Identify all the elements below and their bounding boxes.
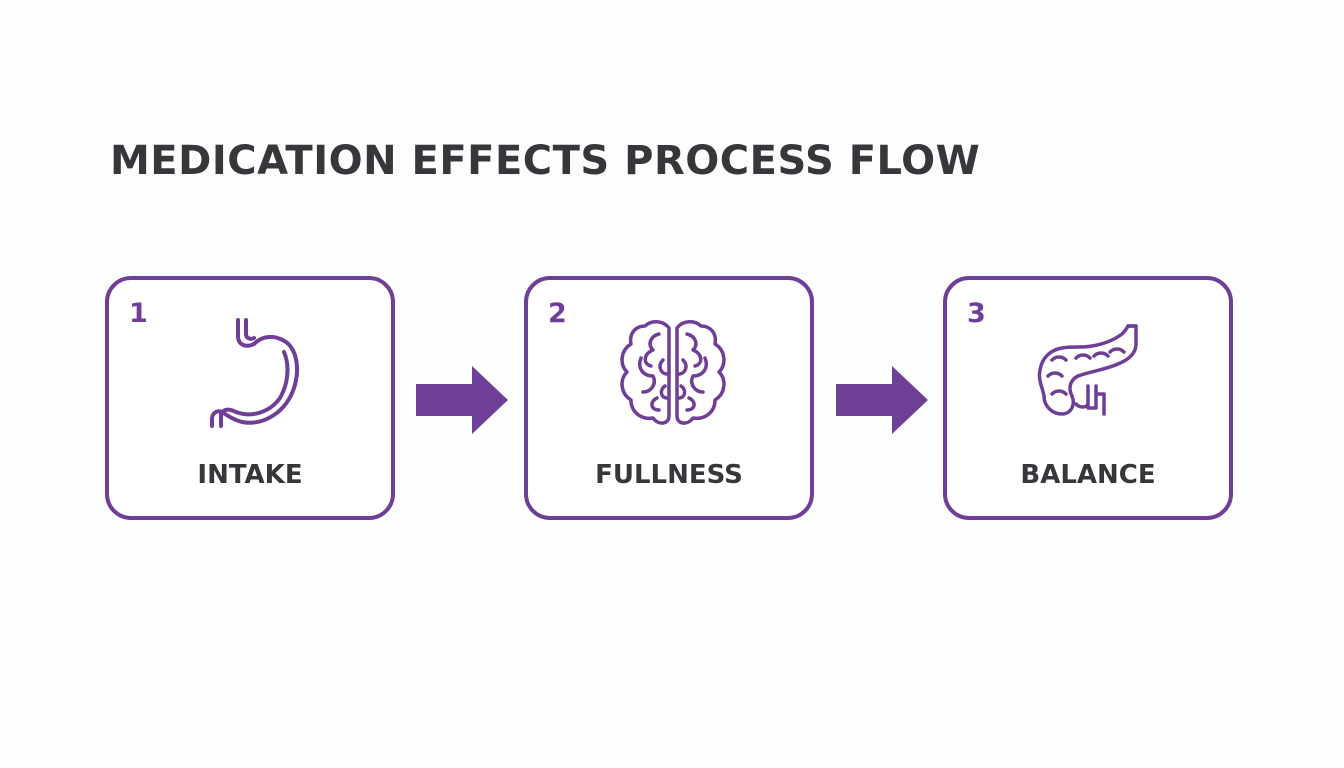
- stomach-icon: [194, 314, 314, 434]
- step-1-box: 1 INTAKE: [105, 276, 395, 520]
- step-3-box: 3 BALANCE: [943, 276, 1233, 520]
- step-1-label: INTAKE: [197, 460, 303, 490]
- step-2-label: FULLNESS: [595, 460, 743, 490]
- step-2-box: 2 FULLNESS: [524, 276, 814, 520]
- step-3-label: BALANCE: [1020, 460, 1156, 490]
- pancreas-icon: [1032, 314, 1152, 434]
- diagram-title: MEDICATION EFFECTS PROCESS FLOW: [110, 138, 981, 184]
- step-3-number: 3: [967, 298, 986, 329]
- step-2-number: 2: [548, 298, 567, 329]
- flow-arrow-1: [416, 366, 508, 434]
- flow-arrow-2: [836, 366, 928, 434]
- step-1-number: 1: [129, 298, 148, 329]
- brain-icon: [613, 314, 733, 434]
